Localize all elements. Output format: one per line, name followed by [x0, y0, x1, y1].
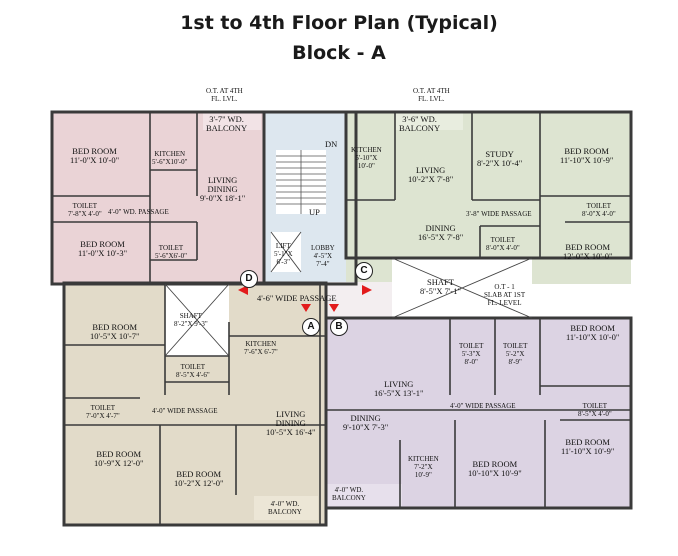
lav-balcony: [326, 484, 402, 506]
wall-flat-c: [344, 110, 633, 260]
stair-lines: [276, 150, 326, 214]
balcony-b: 4'-0" WD.BALCONY: [332, 486, 366, 502]
main-passage: 4'-6" WIDE PASSAGE: [257, 293, 337, 303]
plan-title: 1st to 4th Floor Plan (Typical): [180, 12, 498, 34]
shaft-crosses: [164, 231, 533, 357]
balcony-c: 3'-6" WD.BALCONY: [399, 114, 441, 133]
inner-walls: [52, 112, 631, 525]
stair-dn: DN: [325, 139, 338, 149]
passage-d: 4'-0" WD. PASSAGE: [108, 208, 169, 216]
flat-b-zone: [326, 318, 631, 508]
wall-core: [262, 110, 358, 286]
block-title: Block - A: [292, 42, 386, 64]
arrow-down-b: [329, 304, 339, 312]
balcony-d: 3'-7" WD.BALCONY: [206, 114, 248, 133]
marker-b: B: [330, 318, 348, 336]
balcony-a: 4'-0" WD.BALCONY: [268, 500, 302, 516]
tan-balcony: [254, 496, 318, 520]
flat-c-zone: [346, 112, 631, 284]
pink-balcony: [203, 112, 261, 130]
passage-a: 4'-0" WIDE PASSAGE: [152, 407, 218, 415]
marker-d: D: [240, 270, 258, 288]
arrow-down-a: [301, 304, 311, 312]
arrow-right: [362, 285, 372, 295]
wall-flat-b: [324, 316, 633, 510]
green-balcony: [395, 112, 463, 130]
marker-c: C: [355, 262, 373, 280]
passage-b: 4'-0" WIDE PASSAGE: [450, 402, 516, 410]
passage-c: 3'-8" WIDE PASSAGE: [466, 210, 532, 218]
stair-up: UP: [309, 207, 320, 217]
marker-a: A: [302, 318, 320, 336]
outer-walls: [50, 110, 633, 527]
flat-d-zone: [52, 112, 264, 284]
